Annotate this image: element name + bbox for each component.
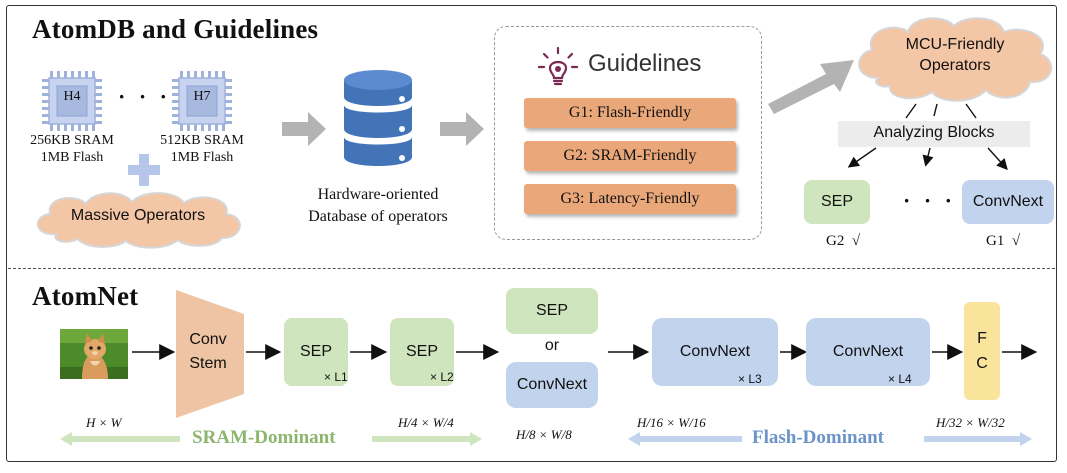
analysis-arrows [847, 103, 1008, 171]
convnext-block-1: ConvNext [652, 318, 778, 386]
fc-block-line2: C [976, 355, 988, 372]
conv-stem-line1: Conv [189, 331, 227, 348]
chip-flash-h7: 1MB Flash [170, 150, 234, 165]
sep-block-1-label: SEP [299, 343, 332, 360]
guidelines-panel [494, 26, 762, 240]
chip-label-h4: H4 [63, 89, 81, 104]
choice-or-label: or [544, 337, 560, 354]
mcu-cloud-line2: Operators [919, 57, 991, 74]
mcu-cloud-line1: MCU-Friendly [905, 36, 1005, 53]
convnext-block-1-mult: × L3 [738, 372, 762, 386]
fc-block [964, 302, 1000, 400]
convnext-block-2-label: ConvNext [832, 343, 904, 360]
dim-4: H/4 × W/4 [398, 415, 454, 430]
database-caption-line1: Hardware-oriented [317, 186, 439, 203]
section-divider [8, 268, 1055, 269]
conv-stem-shape [176, 290, 244, 418]
chip-ellipsis: · · · [118, 84, 172, 109]
arrow-left-band-green [60, 432, 180, 446]
plus-icon [128, 154, 160, 186]
sram-dominant-label: SRAM-Dominant [192, 427, 336, 448]
guideline-g1: G1: Flash-Friendly [524, 98, 736, 128]
fc-block-line1: F [977, 330, 987, 347]
conv-stem-line2: Stem [189, 355, 227, 372]
dim-8: H/8 × W/8 [516, 427, 572, 442]
bulb-icon [538, 46, 578, 86]
sep-block-1: SEP [284, 318, 348, 386]
guideline-g3: G3: Latency-Friendly [524, 184, 736, 214]
massive-operators-label: Massive Operators [70, 207, 206, 224]
arrow-right-band-blue [924, 432, 1032, 446]
chip-sram-h7: 512KB SRAM [160, 133, 244, 148]
block-ellipsis: · · · [903, 188, 957, 213]
convnext-block-1-label: ConvNext [679, 343, 751, 360]
chip-icon [42, 71, 102, 131]
guidelines-title: Guidelines [588, 50, 702, 77]
convnext-check: G1 √ [986, 233, 1021, 249]
dim-32: H/32 × W/32 [936, 415, 1005, 430]
chip-sram-h4: 256KB SRAM [30, 133, 114, 148]
flow-arrows [132, 344, 1038, 360]
chip-icon [172, 71, 232, 131]
section-title-atomdb: AtomDB and Guidelines [32, 14, 319, 44]
sep-block-1-mult: × L1 [324, 370, 348, 384]
sep-check: G2 √ [826, 233, 861, 249]
dim-hw: H × W [86, 415, 122, 430]
chip-label-h7: H7 [193, 89, 211, 104]
choice-sep-block: SEP [506, 288, 598, 334]
figure-frame [6, 5, 1057, 462]
guideline-g2: G2: SRAM-Friendly [524, 141, 736, 171]
dim-16: H/16 × W/16 [637, 415, 706, 430]
arrow-right-icon [282, 112, 326, 146]
arrow-diagonal-icon [768, 60, 854, 114]
flash-dominant-label: Flash-Dominant [752, 427, 884, 448]
arrow-left-band-blue [628, 432, 742, 446]
choice-convnext-block: ConvNext [506, 362, 598, 408]
arrow-right-band-green [372, 432, 482, 446]
database-icon [344, 70, 412, 166]
sep-block-2-label: SEP [405, 343, 438, 360]
cat-image [60, 329, 128, 379]
database-caption-line2: Database of operators [308, 208, 448, 225]
analyzing-blocks-band [838, 121, 1030, 147]
section-title-atomnet: AtomNet [32, 281, 139, 311]
sep-block-2: SEP [390, 318, 454, 386]
convnext-block-2: ConvNext [806, 318, 930, 386]
arrow-right-icon [440, 112, 484, 146]
analyzing-blocks-label: Analyzing Blocks [873, 124, 995, 141]
sep-block-2-mult: × L2 [430, 370, 454, 384]
cloud-shape [37, 192, 241, 249]
block-convnext: ConvNext [962, 180, 1054, 224]
cloud-shape [858, 17, 1053, 102]
chip-flash-h4: 1MB Flash [40, 150, 104, 165]
block-sep: SEP [804, 180, 870, 224]
convnext-block-2-mult: × L4 [888, 372, 912, 386]
